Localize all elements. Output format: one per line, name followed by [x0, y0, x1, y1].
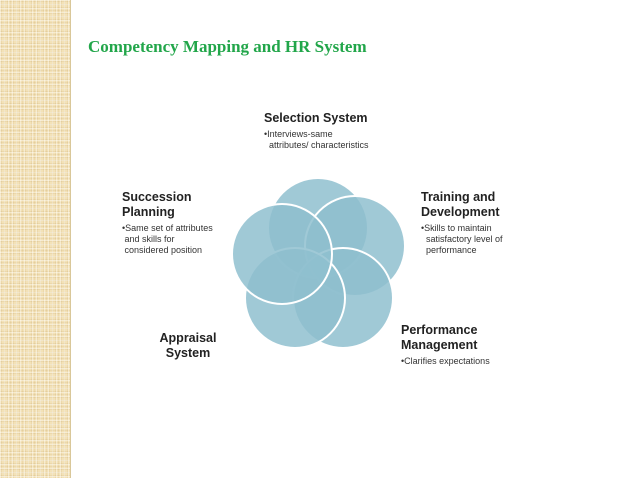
node-selection-heading: Selection System [264, 111, 369, 126]
node-succession: Succession Planning •Same set of attribu… [122, 190, 213, 256]
node-training-heading-line: Training and [421, 190, 496, 204]
node-training: Training and Development •Skills to main… [421, 190, 503, 256]
node-selection: Selection System •Interviews-same attrib… [264, 111, 369, 151]
node-appraisal: Appraisal System [150, 331, 226, 361]
node-performance-heading-line: Management [401, 338, 478, 352]
node-performance: Performance Management •Clarifies expect… [401, 323, 490, 367]
node-training-bullet-line: •Skills to maintain [421, 223, 492, 233]
node-performance-heading-line: Performance [401, 323, 478, 337]
node-performance-bullet-line: •Clarifies expectations [401, 356, 490, 366]
node-training-bullet-line: performance [421, 245, 477, 255]
node-selection-bullet: •Interviews-same attributes/ characteris… [264, 129, 369, 151]
node-training-heading-line: Development [421, 205, 500, 219]
sidebar-divider [70, 0, 71, 478]
node-training-bullet-line: satisfactory level of [421, 234, 503, 244]
venn-circle-succession [231, 203, 333, 305]
node-succession-heading-line: Planning [122, 205, 175, 219]
node-performance-bullet: •Clarifies expectations [401, 356, 490, 367]
node-appraisal-heading: Appraisal System [150, 331, 226, 361]
node-training-bullet: •Skills to maintain satisfactory level o… [421, 223, 503, 256]
node-training-heading: Training and Development [421, 190, 503, 220]
node-succession-heading: Succession Planning [122, 190, 213, 220]
node-succession-bullet-line: •Same set of attributes [122, 223, 213, 233]
node-selection-bullet-line: •Interviews-same [264, 129, 333, 139]
page-title: Competency Mapping and HR System [88, 37, 367, 56]
node-selection-bullet-line: attributes/ characteristics [264, 140, 369, 150]
node-succession-heading-line: Succession [122, 190, 192, 204]
node-selection-heading-line: Selection System [264, 111, 368, 125]
node-performance-heading: Performance Management [401, 323, 490, 353]
node-appraisal-heading-line: Appraisal [159, 331, 217, 345]
node-succession-bullet-line: considered position [122, 245, 203, 255]
node-succession-bullet: •Same set of attributes and skills for c… [122, 223, 213, 256]
node-appraisal-heading-line: System [165, 346, 211, 360]
decorative-sidebar [0, 0, 70, 478]
node-succession-bullet-line: and skills for [122, 234, 175, 244]
